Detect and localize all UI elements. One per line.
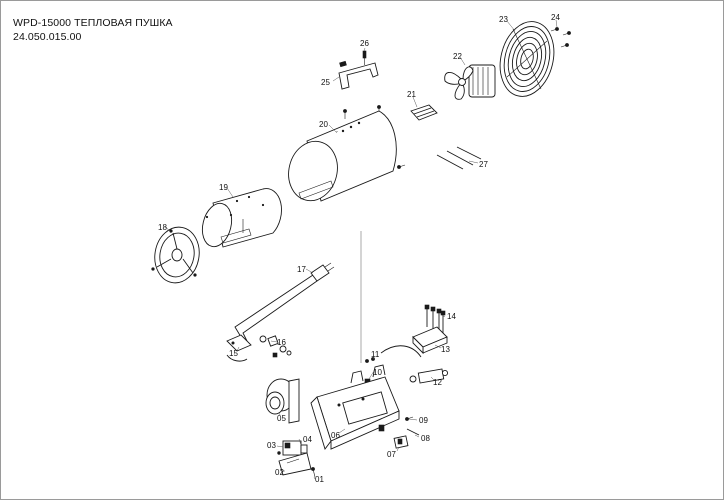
label-part-14: 14 (447, 312, 456, 321)
label-part-07: 07 (387, 450, 396, 459)
callout-leaders (165, 19, 558, 480)
label-part-25: 25 (321, 78, 330, 87)
part-09-screw (405, 416, 414, 421)
label-part-12: 12 (433, 378, 442, 387)
label-part-10: 10 (373, 368, 382, 377)
part-15-nozzle (226, 334, 252, 362)
part-14-screws (424, 304, 446, 333)
label-part-02: 02 (275, 468, 284, 477)
label-part-01: 01 (315, 475, 324, 484)
part-24-screws (550, 27, 571, 48)
part-02-pump-base (278, 452, 312, 476)
part-26-screws (362, 50, 367, 65)
part-07-switch (393, 435, 409, 449)
part-06-base (310, 364, 400, 450)
part-23-guard (499, 21, 555, 97)
label-part-11: 11 (371, 350, 380, 359)
part-17-cable-plug (234, 262, 335, 342)
part-12-valve (409, 368, 449, 384)
part-03-pump-body (282, 440, 308, 456)
callout-labels: 01 02 03 04 05 06 07 08 09 10 11 12 13 1… (158, 13, 560, 484)
label-part-16: 16 (277, 338, 286, 347)
pump-side-screw (277, 451, 281, 455)
part-05-burner-unit (265, 378, 300, 424)
drawing-title: WPD-15000 ТЕПЛОВАЯ ПУШКА (13, 17, 173, 29)
label-part-15: 15 (229, 349, 238, 358)
label-part-08: 08 (421, 434, 430, 443)
label-part-05: 05 (277, 414, 286, 423)
part-13-control-board (412, 326, 448, 355)
label-part-26: 26 (360, 39, 369, 48)
label-part-20: 20 (319, 120, 328, 129)
label-part-21: 21 (407, 90, 416, 99)
label-part-23: 23 (499, 15, 508, 24)
part-20-housing (288, 110, 397, 202)
part-08-pin (406, 428, 420, 436)
label-part-24: 24 (551, 13, 560, 22)
part-27-rods (436, 146, 482, 170)
part-25-handle (338, 60, 379, 90)
label-part-09: 09 (419, 416, 428, 425)
housing-side-screw (397, 164, 406, 169)
part-19-inner-chamber (201, 188, 282, 248)
part-16-fittings (259, 335, 292, 358)
label-part-18: 18 (158, 223, 167, 232)
part-18-rear-shield (151, 226, 200, 284)
label-part-03: 03 (267, 441, 276, 450)
label-part-22: 22 (453, 52, 462, 61)
part-01-screw (311, 467, 316, 478)
part-11-wire (365, 345, 422, 363)
label-part-06: 06 (331, 431, 340, 440)
label-part-17: 17 (297, 265, 306, 274)
label-part-19: 19 (219, 183, 228, 192)
part-22-motor-fan (444, 64, 496, 100)
label-part-27: 27 (479, 160, 488, 169)
label-part-04: 04 (303, 435, 312, 444)
label-part-13: 13 (441, 345, 450, 354)
part-21-bracket (410, 104, 438, 121)
drawing-number: 24.050.015.00 (13, 31, 82, 43)
